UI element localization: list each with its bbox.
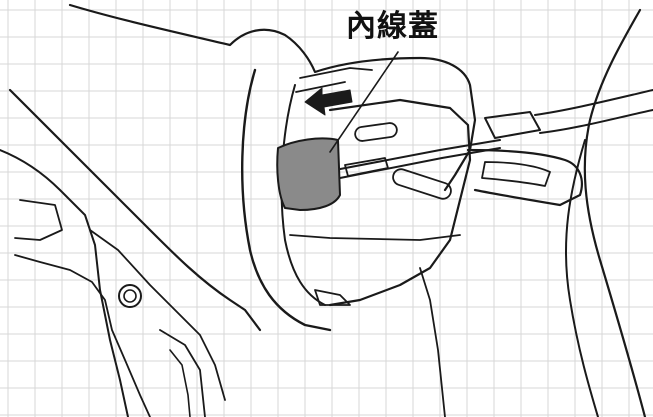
collar-lip <box>295 67 373 93</box>
body-block-base <box>314 289 351 306</box>
label-leader-line <box>329 51 399 153</box>
power-cable <box>534 89 653 134</box>
tool-grip-inner <box>0 149 129 417</box>
clamp-ring <box>466 148 583 207</box>
housing-right-outer <box>583 8 647 417</box>
slot-upper <box>354 122 398 142</box>
housing-right-inner <box>565 139 599 417</box>
collar-outer <box>241 68 332 332</box>
collar-inner <box>280 84 326 306</box>
wire-lead <box>334 139 501 179</box>
direction-arrow <box>304 87 353 116</box>
body-block-lower <box>289 234 461 241</box>
tool-grip-rail-2 <box>89 229 226 401</box>
tool-grip-outline <box>8 88 262 332</box>
tool-grip-rail-3 <box>159 329 206 417</box>
tool-grip-rail <box>14 199 63 241</box>
slot-lower <box>392 168 452 200</box>
inner-wire-cover <box>276 137 341 211</box>
tool-grip-rail-4 <box>169 349 191 417</box>
body-block <box>328 98 472 307</box>
tool-grip-inner-2 <box>14 254 151 417</box>
screw-outer <box>118 284 142 308</box>
screw-inner <box>123 289 137 303</box>
inner-wire-cover-label: 內線蓋 <box>346 9 439 44</box>
cable-sleeve <box>484 111 541 139</box>
wire-tip <box>344 157 389 177</box>
tool-housing-top <box>68 3 477 192</box>
housing-right-lower <box>419 267 446 417</box>
clamp-slot <box>481 161 551 187</box>
